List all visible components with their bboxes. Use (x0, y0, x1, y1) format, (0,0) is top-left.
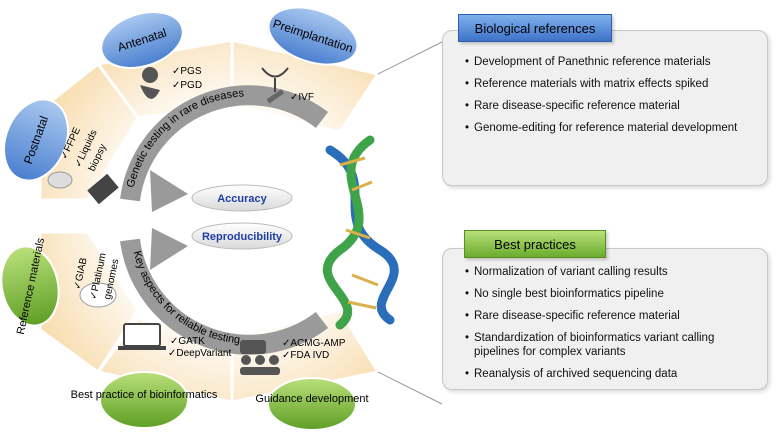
reproducibility-label: Reproducibility (202, 231, 283, 243)
item-tags: ✓PGS ✓PGD ✓IVF ✓FFPE ✓Liquids biopsy ✓GI… (59, 66, 346, 361)
dna-helix-icon (322, 135, 399, 330)
list-item: Standardization of bioinformatics varian… (465, 331, 757, 359)
list-item: Rare disease-specific reference material (465, 309, 757, 323)
list-item: Reference materials with matrix effects … (465, 77, 757, 91)
best-practices-list: Normalization of variant calling results… (465, 265, 757, 389)
biological-references-title: Biological references (458, 14, 612, 42)
connector-bottom (377, 371, 443, 405)
people-icon (240, 340, 280, 375)
list-item: No single best bioinformatics pipeline (465, 287, 757, 301)
laptop-icon (118, 323, 166, 350)
list-item: Development of Panethnic reference mater… (465, 55, 757, 69)
syringe-icon (266, 89, 285, 104)
guidance-development-label: Guidance development (255, 393, 368, 405)
best-practices-title: Best practices (464, 230, 606, 258)
best-practice-label: Best practice of bioinformatics (71, 389, 218, 401)
acmg-tag: ✓ACMG-AMP (282, 338, 346, 349)
biological-references-list: Development of Panethnic reference mater… (465, 55, 757, 143)
fetus-icon (140, 67, 160, 99)
accuracy-label: Accuracy (217, 193, 267, 205)
connector-top (377, 41, 443, 75)
stage-labels (0, 6, 359, 431)
pgs-tag: ✓PGS (172, 66, 202, 77)
list-item: Genome-editing for reference material de… (465, 121, 757, 135)
biological-references-panel: Development of Panethnic reference mater… (442, 30, 768, 186)
deepvariant-tag: ✓DeepVariant (168, 348, 231, 359)
list-item: Rare disease-specific reference material (465, 99, 757, 113)
center-ellipses: Accuracy Reproducibility (191, 184, 293, 250)
tissue-icon (47, 171, 119, 205)
petri-dish-icon (79, 282, 117, 308)
arc-arrows (120, 85, 329, 355)
uterus-icon (261, 67, 289, 92)
fda-tag: ✓FDA IVD (282, 350, 329, 361)
best-practices-panel: Normalization of variant calling results… (442, 248, 768, 390)
gatk-tag: ✓GATK (170, 336, 205, 347)
list-item: Normalization of variant calling results (465, 265, 757, 279)
list-item: Reanalysis of archived sequencing data (465, 367, 757, 381)
pgd-tag: ✓PGD (172, 80, 202, 91)
ivf-tag: ✓IVF (290, 92, 314, 103)
